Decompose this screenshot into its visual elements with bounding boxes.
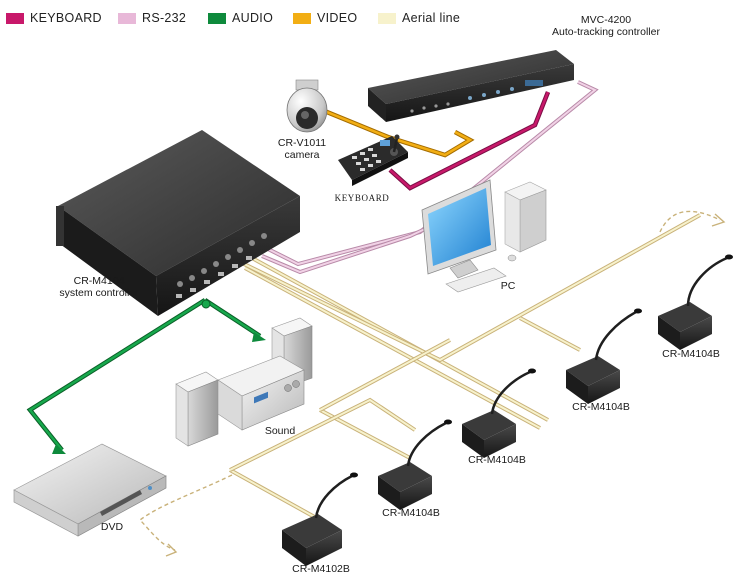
label-sound: Sound <box>264 425 296 437</box>
pc-device <box>421 179 547 293</box>
label-camera: CR-V1011 camera <box>264 137 340 161</box>
keyboard-line <box>388 91 551 191</box>
label-mic-3: CR-M4104B <box>468 454 526 466</box>
microphone-chairman <box>282 472 358 566</box>
legend-label: Aerial line <box>402 11 461 25</box>
legend-swatch <box>208 12 226 24</box>
keyboard-device <box>338 134 408 186</box>
legend: KEYBOARD RS-232 AUDIO VIDEO Aerial line <box>6 9 546 27</box>
sound-system <box>175 317 313 447</box>
auto-tracking-model: MVC-4200 <box>580 14 632 26</box>
microphone-unit-1 <box>658 254 733 350</box>
aerial-lines <box>138 210 726 557</box>
legend-item-aerial: Aerial line <box>378 9 460 27</box>
label-pc: PC <box>500 280 516 292</box>
label-keyboard: KEYBOARD <box>334 193 390 203</box>
legend-swatch <box>118 12 136 24</box>
legend-swatch <box>6 12 24 24</box>
legend-label: VIDEO <box>317 11 358 25</box>
microphone-unit-2 <box>566 308 642 404</box>
legend-swatch <box>378 12 396 24</box>
legend-item-audio: AUDIO <box>208 9 273 27</box>
system-model: CR-M4104 <box>73 275 125 287</box>
label-dvd: DVD <box>100 521 124 533</box>
microphone-unit-3 <box>462 368 536 458</box>
legend-label: KEYBOARD <box>30 11 102 25</box>
camera-device <box>286 79 328 133</box>
system-controller <box>56 130 300 316</box>
legend-label: RS-232 <box>142 11 187 25</box>
dvd-player <box>13 443 167 537</box>
label-mic-2: CR-M4104B <box>572 401 630 413</box>
legend-label: AUDIO <box>232 11 274 25</box>
legend-item-video: VIDEO <box>293 9 357 27</box>
video-line <box>321 107 475 158</box>
legend-item-rs232: RS-232 <box>118 9 186 27</box>
camera-model: CR-V1011 <box>277 137 327 149</box>
camera-name: camera <box>284 149 320 161</box>
label-mic-chair: CR-M4102B <box>292 563 350 575</box>
microphone-unit-4 <box>378 419 452 510</box>
legend-item-keyboard: KEYBOARD <box>6 9 102 27</box>
label-mic-1: CR-M4104B <box>662 348 720 360</box>
label-auto-tracking: MVC-4200 Auto-tracking controller <box>538 14 674 38</box>
label-mic-4: CR-M4104B <box>382 507 440 519</box>
system-name: system controller <box>59 287 139 299</box>
label-system-controller: CR-M4104 system controller <box>44 275 154 299</box>
auto-tracking-controller <box>368 50 574 122</box>
audio-lines <box>26 298 266 454</box>
legend-swatch <box>293 12 311 24</box>
auto-tracking-name: Auto-tracking controller <box>552 26 660 38</box>
